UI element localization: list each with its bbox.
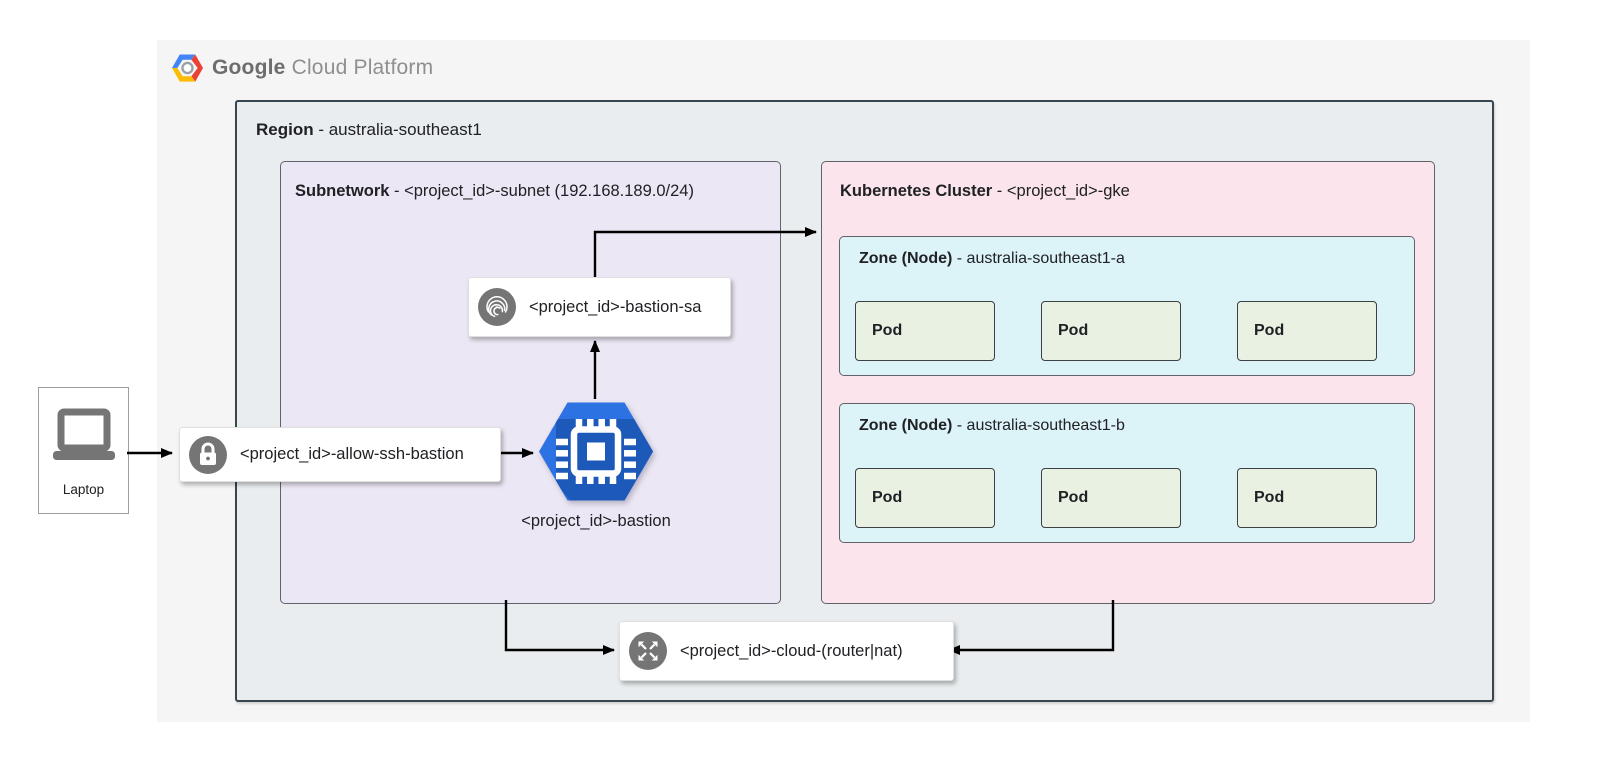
zone-a-title: Zone (Node) - australia-southeast1-a bbox=[859, 250, 1125, 268]
cloud-router-nat-label: <project_id>-cloud-(router|nat) bbox=[680, 641, 903, 660]
pod-label: Pod bbox=[1058, 322, 1089, 339]
lock-icon bbox=[189, 435, 227, 474]
cluster-title-bold: Kubernetes Cluster bbox=[840, 182, 993, 200]
gcp-logo: Google Cloud Platform bbox=[172, 52, 433, 84]
zone-a-title-bold: Zone (Node) bbox=[859, 250, 953, 267]
bastion-label: <project_id>-bastion bbox=[521, 512, 671, 530]
pod-label: Pod bbox=[872, 489, 903, 506]
pod-label: Pod bbox=[872, 322, 903, 339]
gcp-hexagon-logo-icon bbox=[172, 54, 203, 82]
region-title-rest: - australia-southeast1 bbox=[313, 120, 482, 139]
region-box: Region - australia-southeast1 Subnetwork… bbox=[235, 100, 1494, 702]
subnetwork-title-bold: Subnetwork bbox=[295, 182, 390, 200]
pod: Pod bbox=[1041, 468, 1181, 528]
compute-engine-icon bbox=[539, 402, 653, 501]
laptop-icon bbox=[53, 408, 115, 469]
router-nat-icon bbox=[629, 632, 667, 670]
zone-b-title-bold: Zone (Node) bbox=[859, 417, 953, 434]
subnetwork-title: Subnetwork - <project_id>-subnet (192.16… bbox=[295, 182, 694, 201]
pod: Pod bbox=[855, 468, 995, 528]
pod: Pod bbox=[1041, 301, 1181, 361]
zone-b-title-rest: - australia-southeast1-b bbox=[952, 417, 1125, 434]
gcp-logo-brand: Google bbox=[212, 56, 286, 79]
pod-label: Pod bbox=[1254, 489, 1285, 506]
kubernetes-cluster-box: Kubernetes Cluster - <project_id>-gke Zo… bbox=[821, 161, 1435, 604]
cloud-router-nat-node: <project_id>-cloud-(router|nat) bbox=[619, 621, 954, 681]
laptop-label: Laptop bbox=[62, 482, 105, 497]
pod: Pod bbox=[855, 301, 995, 361]
subnetwork-box: Subnetwork - <project_id>-subnet (192.16… bbox=[280, 161, 781, 604]
pod-label: Pod bbox=[1254, 322, 1285, 339]
zone-a-box: Zone (Node) - australia-southeast1-a Pod… bbox=[839, 236, 1415, 376]
zone-b-box: Zone (Node) - australia-southeast1-b Pod… bbox=[839, 403, 1415, 543]
subnetwork-title-rest: - <project_id>-subnet (192.168.189.0/24) bbox=[389, 182, 694, 200]
gcp-logo-text: Google Cloud Platform bbox=[212, 56, 433, 80]
zone-b-title: Zone (Node) - australia-southeast1-b bbox=[859, 417, 1125, 435]
laptop-node: Laptop bbox=[38, 387, 129, 514]
zone-a-title-rest: - australia-southeast1-a bbox=[952, 250, 1125, 267]
fingerprint-icon bbox=[478, 288, 516, 326]
region-title: Region - australia-southeast1 bbox=[256, 120, 482, 140]
firewall-rule-node: <project_id>-allow-ssh-bastion bbox=[179, 427, 501, 482]
cluster-title-rest: - <project_id>-gke bbox=[992, 182, 1130, 200]
gcp-platform-container: Google Cloud Platform Region - australia… bbox=[157, 40, 1530, 722]
region-title-bold: Region bbox=[256, 120, 314, 139]
pod-label: Pod bbox=[1058, 489, 1089, 506]
service-account-node: <project_id>-bastion-sa bbox=[468, 277, 731, 337]
pod: Pod bbox=[1237, 468, 1377, 528]
firewall-rule-label: <project_id>-allow-ssh-bastion bbox=[240, 445, 464, 463]
pod: Pod bbox=[1237, 301, 1377, 361]
gcp-logo-product: Cloud Platform bbox=[291, 56, 434, 79]
cluster-title: Kubernetes Cluster - <project_id>-gke bbox=[840, 182, 1130, 201]
service-account-label: <project_id>-bastion-sa bbox=[529, 297, 702, 316]
